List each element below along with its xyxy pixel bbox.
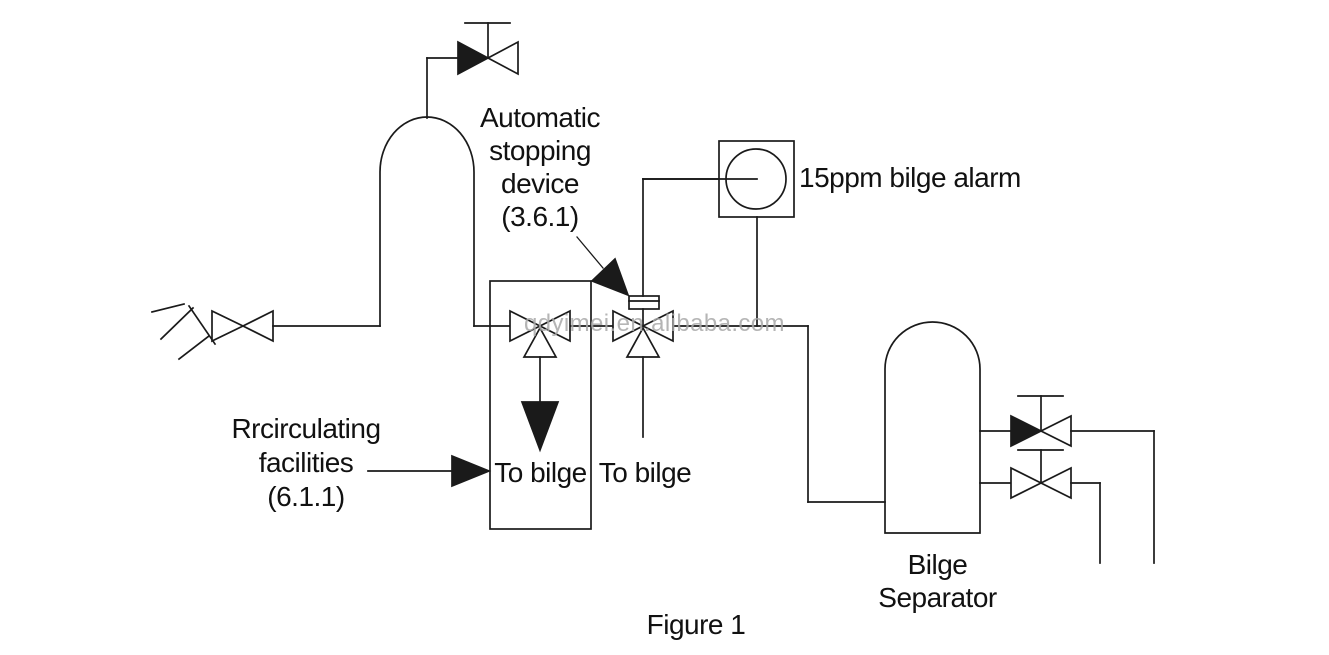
bilge-separator-label: Bilge Separator — [878, 549, 997, 613]
three-way-valve-left-icon — [509, 309, 571, 453]
suction-valve-icon — [211, 309, 381, 343]
recirculating-facilities-label: Rrcirculating facilities (6.1.1) — [221, 412, 391, 514]
bilge-alarm-label: 15ppm bilge alarm — [799, 162, 1021, 193]
to-bilge-label-right: To bilge — [598, 457, 692, 488]
bilge-alarm-icon — [642, 140, 795, 327]
three-way-valve-right-icon — [612, 309, 674, 438]
label-line: stopping — [489, 135, 591, 166]
to-bilge-box — [489, 280, 592, 530]
annotation-arrow-stopping-device — [576, 236, 630, 297]
down-arrow-icon — [520, 401, 560, 453]
separator-outlet-valve-top-icon — [979, 395, 1155, 564]
label-line: (3.6.1) — [501, 201, 579, 232]
to-bilge-label-left: To bilge — [494, 457, 587, 488]
bilge-separator-tank-icon — [884, 321, 981, 534]
main-pipe — [473, 325, 886, 503]
automatic-stopping-device-label: Automatic stopping device (3.6.1) — [455, 101, 625, 233]
label-line: Automatic — [480, 102, 601, 133]
separator-outlet-valve-bottom-icon — [979, 449, 1101, 564]
annotation-arrow-recirculating — [367, 454, 492, 488]
suction-branch-lines — [150, 302, 217, 361]
gooseneck-vent-loop-icon — [379, 116, 475, 327]
label-line: (6.1.1) — [267, 481, 345, 512]
figure-caption: Figure 1 — [646, 609, 746, 640]
label-line: Rrcirculating — [231, 413, 381, 444]
automatic-stopping-device-icon — [628, 295, 660, 327]
watermark-text: qdyimei.en.alibaba.com — [524, 310, 785, 337]
label-line: facilities — [258, 447, 354, 478]
label-line: device — [501, 168, 579, 199]
top-valve-icon — [426, 22, 519, 119]
